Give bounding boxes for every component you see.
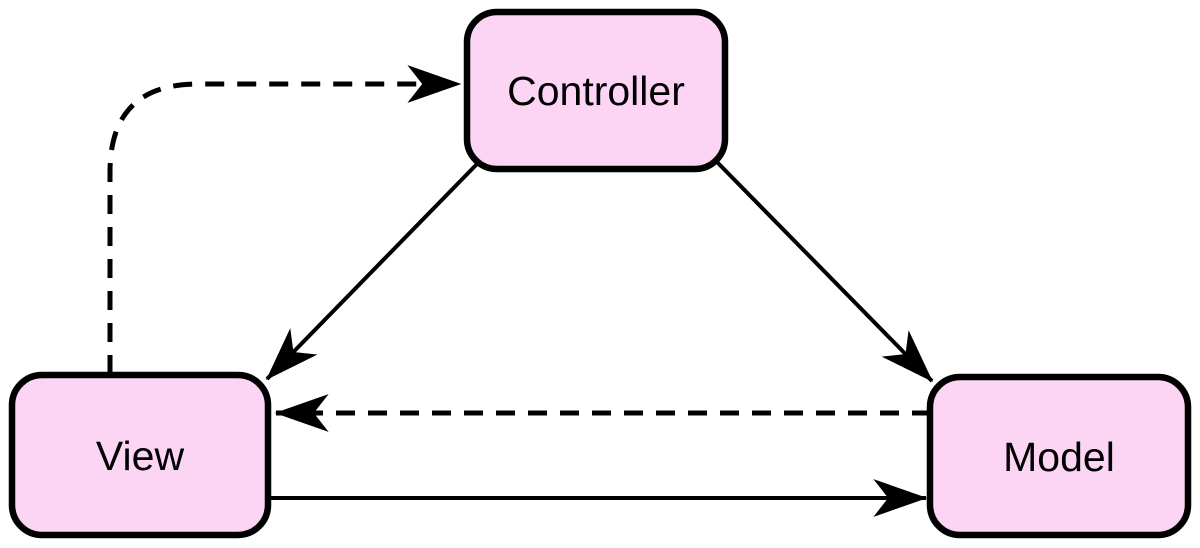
node-model-label: Model xyxy=(1003,434,1115,480)
node-controller-label: Controller xyxy=(507,68,685,114)
node-controller: Controller xyxy=(463,8,729,173)
node-view: View xyxy=(8,371,272,539)
edge-controller-to-model xyxy=(714,159,934,383)
edge-view-to-controller xyxy=(107,65,462,374)
node-view-label: View xyxy=(96,433,185,479)
node-view-box xyxy=(8,371,272,539)
edge-controller-to-view xyxy=(265,162,479,381)
node-controller-box xyxy=(463,8,729,173)
node-model-box xyxy=(926,373,1192,539)
node-model: Model xyxy=(926,373,1192,539)
